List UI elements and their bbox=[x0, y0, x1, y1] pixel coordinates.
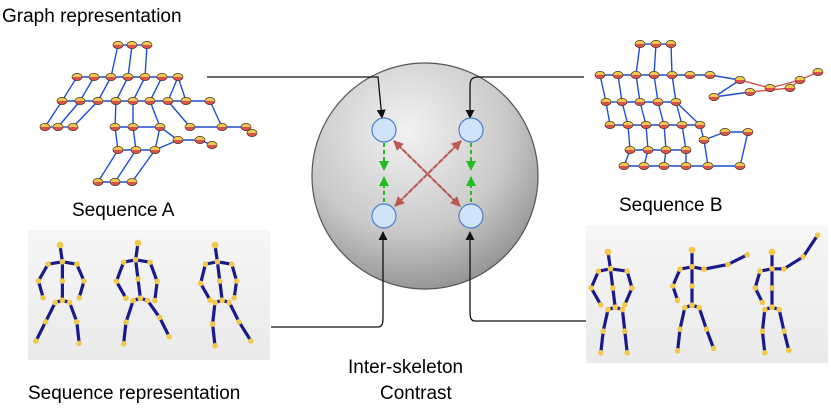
sequence-b-panel bbox=[586, 225, 828, 363]
sequence-representation-label: Sequence representation bbox=[28, 383, 240, 404]
sequence-a-label: Sequence A bbox=[72, 200, 175, 221]
inter-arrow-b-to-a-upper bbox=[393, 140, 461, 207]
connector-graph-b bbox=[465, 76, 584, 119]
graph-skeleton-b bbox=[594, 40, 824, 170]
graph-representation-label: Graph representation bbox=[2, 6, 182, 27]
contrast-label-line1: Inter-skeleton bbox=[348, 357, 463, 378]
node-a-bottom bbox=[371, 203, 397, 229]
sequence-a-panel bbox=[28, 230, 270, 360]
inter-arrow-a-to-b-lower bbox=[394, 140, 462, 207]
connector-graph-a bbox=[207, 76, 386, 119]
node-a-top bbox=[371, 117, 397, 143]
sequence-b-label: Sequence B bbox=[619, 195, 723, 216]
connector-sequence-a bbox=[271, 231, 388, 328]
connector-sequence-b bbox=[465, 231, 586, 322]
graph-skeleton-a bbox=[39, 41, 258, 186]
contrast-label-line2: Contrast bbox=[380, 383, 453, 404]
node-b-top bbox=[458, 117, 484, 143]
node-b-bottom bbox=[458, 203, 484, 229]
